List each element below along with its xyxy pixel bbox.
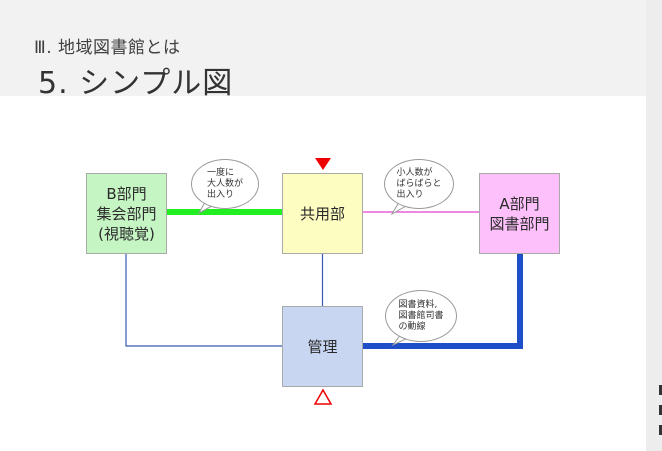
right-scroll-strip xyxy=(646,0,662,451)
service-entrance-marker xyxy=(313,388,333,405)
a-to-management-flow xyxy=(363,254,523,349)
small-group-callout: 小人数が ばらばらと 出入り xyxy=(384,159,454,209)
b-to-management-line xyxy=(125,254,282,347)
main-entrance-marker xyxy=(315,158,331,170)
management-box: 管理 xyxy=(282,306,363,387)
page-title: 5. シンプル図 xyxy=(38,66,234,101)
edge-mark xyxy=(659,385,662,395)
b-department-box: B部門 集会部門 (視聴覚) xyxy=(86,173,167,254)
shared-area-box: 共用部 xyxy=(282,173,363,254)
crowd-callout: 一度に 大人数が 出入り xyxy=(191,159,259,209)
staff-flow-callout: 図書資料, 図書館司書 の動線 xyxy=(385,290,457,342)
header-band xyxy=(0,0,646,96)
edge-mark xyxy=(659,405,662,415)
diagram-connectors xyxy=(125,158,523,405)
section-subtitle: Ⅲ. 地域図書館とは xyxy=(34,38,181,58)
a-department-box: A部門 図書部門 xyxy=(479,173,560,254)
edge-mark xyxy=(659,425,662,435)
